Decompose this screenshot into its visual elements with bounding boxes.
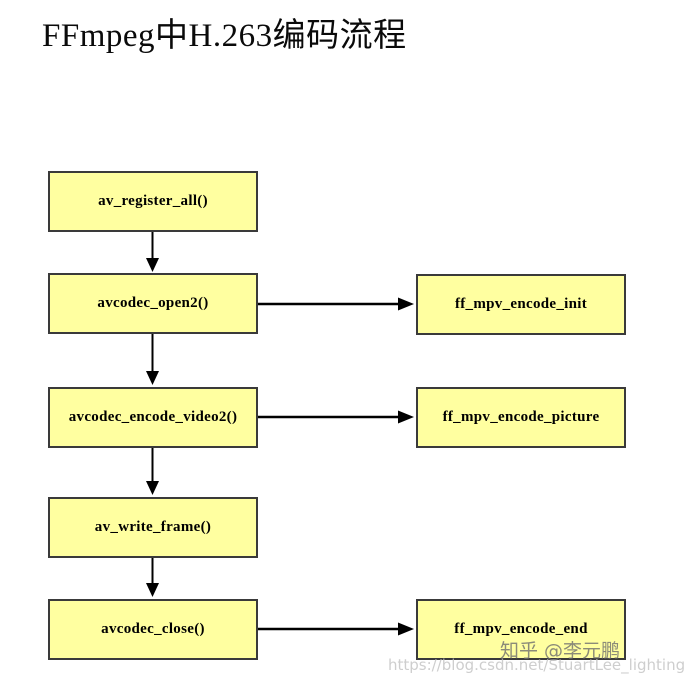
node-label: ff_mpv_encode_end bbox=[454, 621, 588, 637]
flow-node-ff-mpv-encode-end: ff_mpv_encode_end bbox=[416, 599, 626, 660]
node-label: avcodec_open2() bbox=[97, 295, 209, 311]
node-label: av_write_frame() bbox=[94, 519, 212, 535]
flow-node-av-register-all: av_register_all() bbox=[48, 171, 258, 232]
flow-node-ff-mpv-encode-picture: ff_mpv_encode_picture bbox=[416, 387, 626, 448]
flow-node-avcodec-close: avcodec_close() bbox=[48, 599, 258, 660]
node-label: av_register_all() bbox=[98, 193, 208, 209]
arrow-close-to-mpv-end bbox=[258, 622, 414, 636]
arrow-open-to-encode bbox=[146, 334, 159, 385]
arrow-open-to-mpv-init bbox=[258, 297, 414, 311]
arrow-register-to-open bbox=[146, 232, 159, 272]
node-label: avcodec_encode_video2() bbox=[68, 409, 238, 425]
flow-node-av-write-frame: av_write_frame() bbox=[48, 497, 258, 558]
node-label: ff_mpv_encode_init bbox=[454, 296, 588, 312]
page-title: FFmpeg中H.263编码流程 bbox=[42, 18, 407, 54]
zhihu-watermark: 知乎 @李元鹏 bbox=[500, 640, 621, 662]
arrow-encode-to-mpv-picture bbox=[258, 410, 414, 424]
arrow-write-to-close bbox=[146, 558, 159, 597]
flow-node-ff-mpv-encode-init: ff_mpv_encode_init bbox=[416, 274, 626, 335]
node-label: ff_mpv_encode_picture bbox=[442, 409, 600, 425]
node-label: avcodec_close() bbox=[101, 621, 205, 637]
flow-node-avcodec-open2: avcodec_open2() bbox=[48, 273, 258, 334]
csdn-url-watermark: https://blog.csdn.net/StuartLee_lighting bbox=[388, 656, 686, 674]
arrow-encode-to-write bbox=[146, 448, 159, 495]
flow-node-avcodec-encode-video2: avcodec_encode_video2() bbox=[48, 387, 258, 448]
